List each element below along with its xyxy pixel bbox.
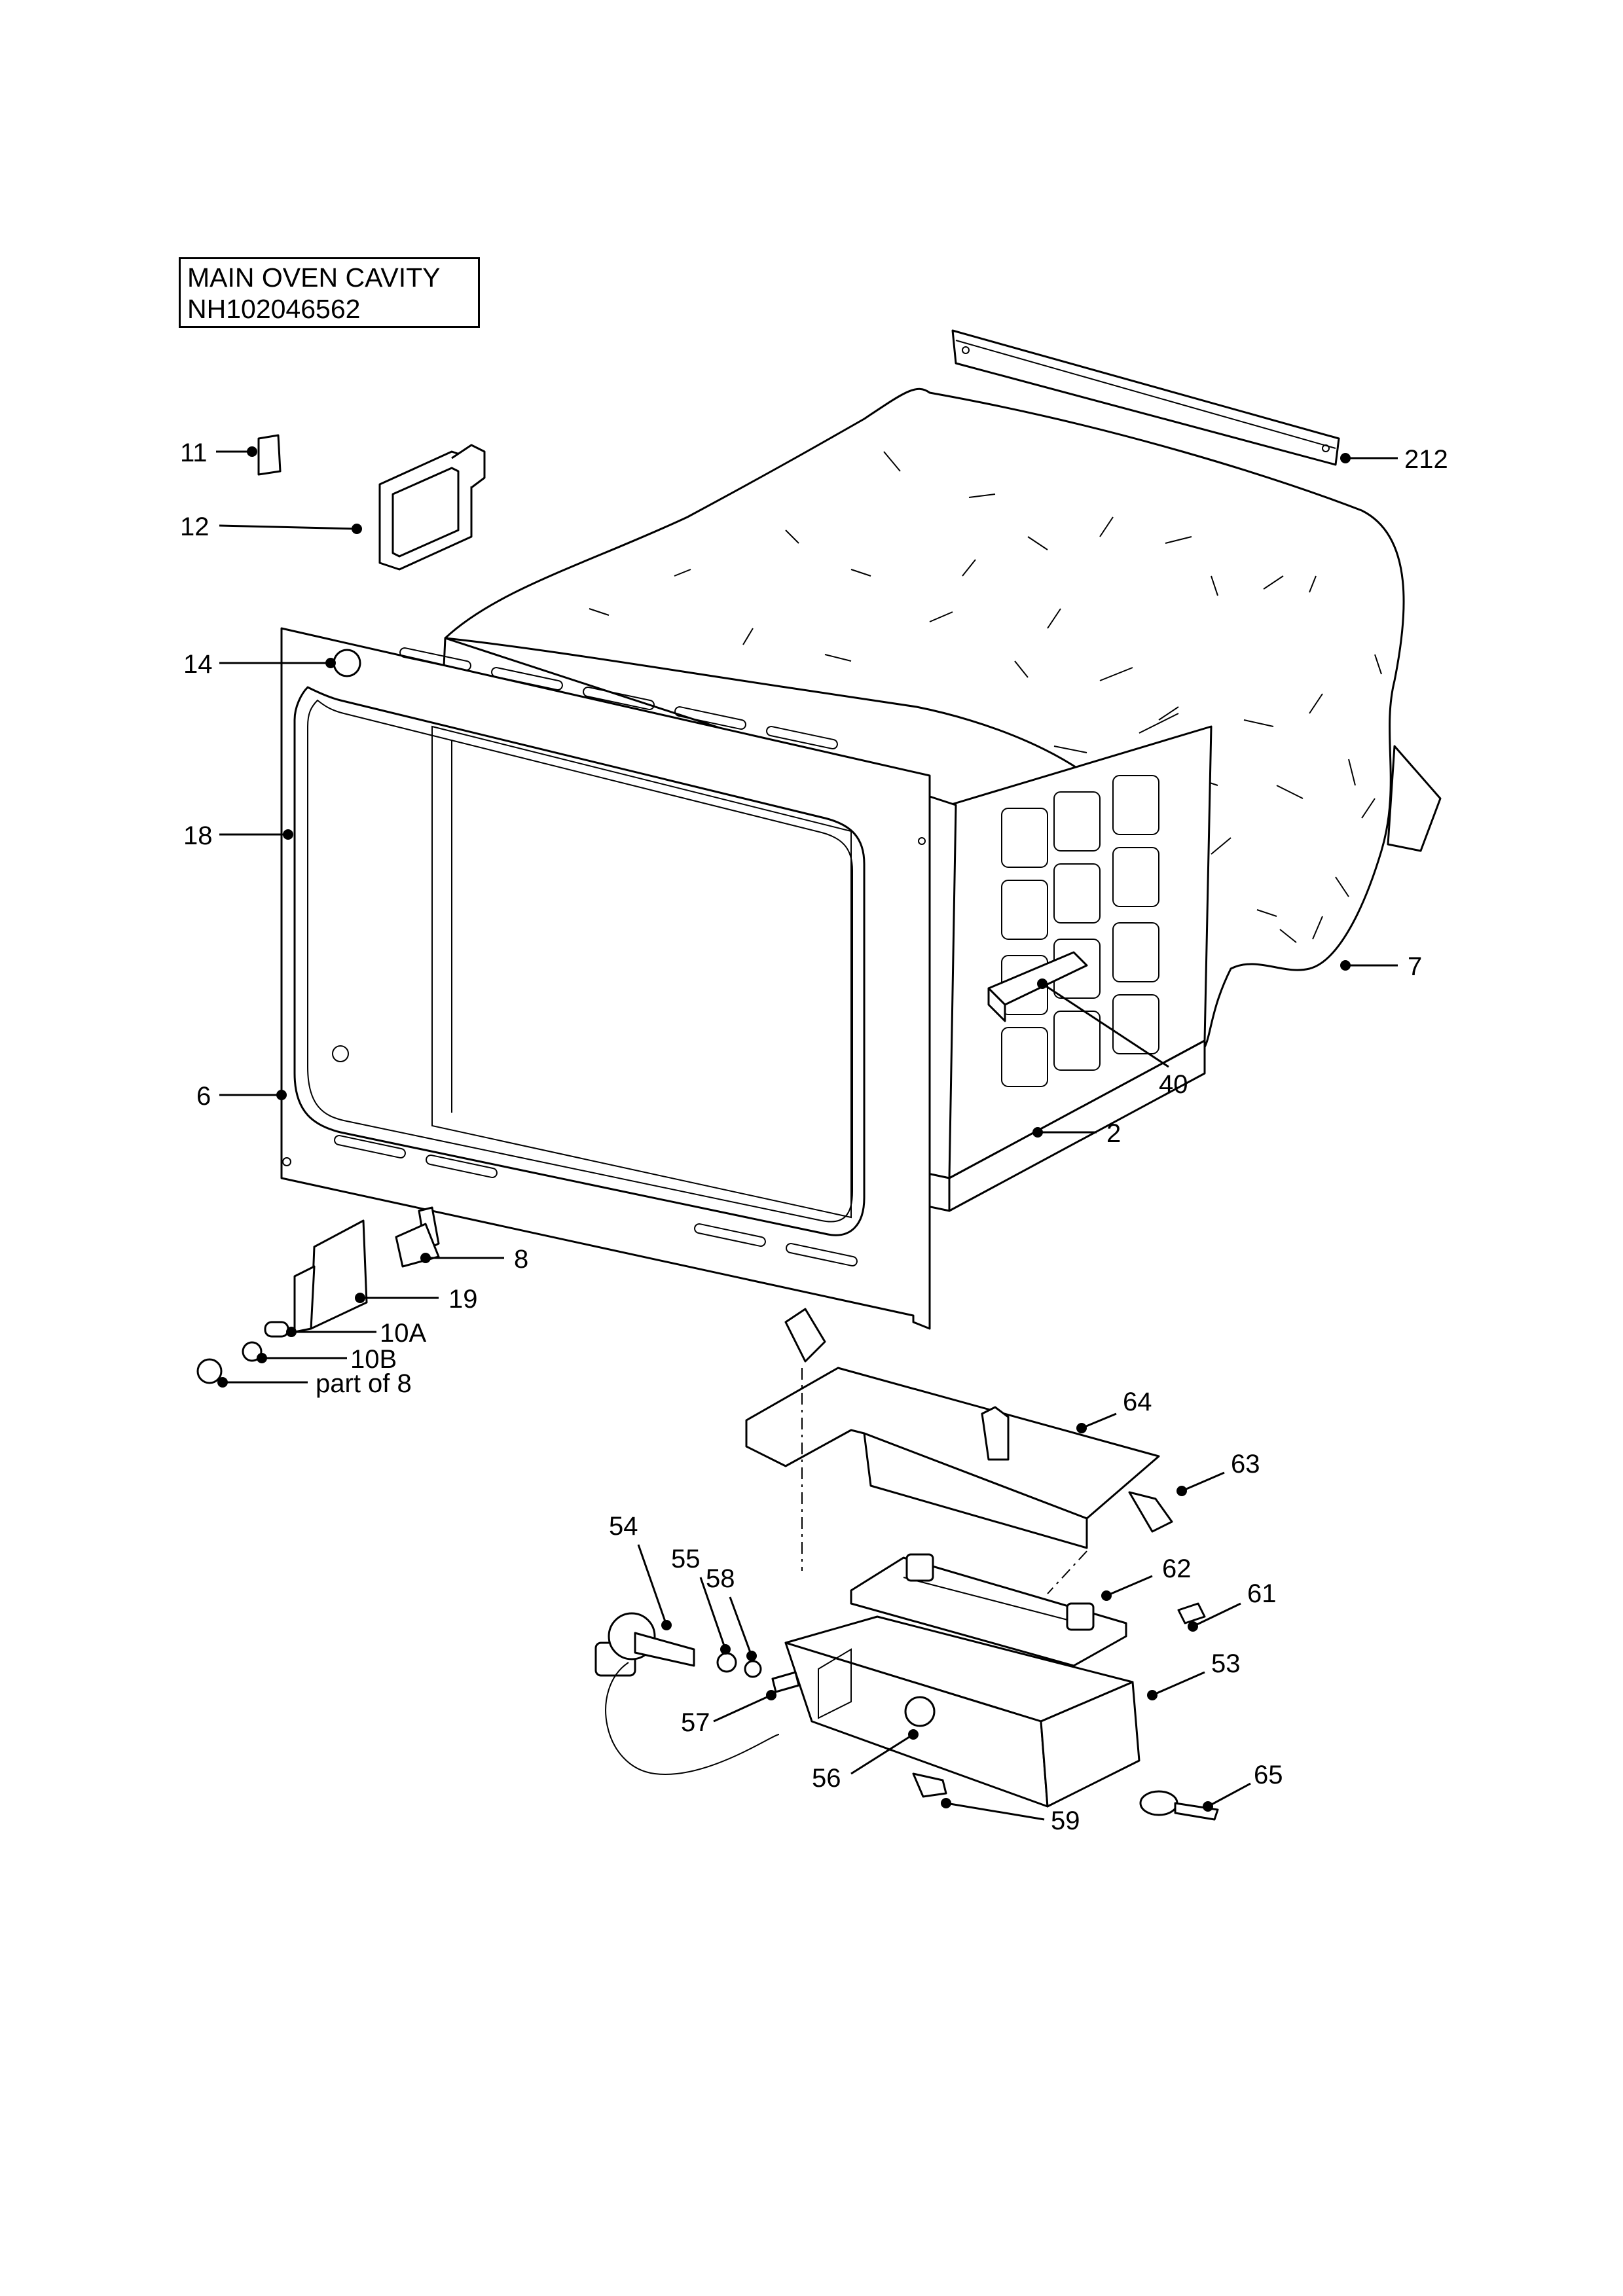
oven-light [333,649,361,677]
front-frame [280,627,931,1330]
callout-55: 55 [671,1545,701,1573]
lamp-assembly [378,444,486,571]
callout-10a: 10A [380,1319,426,1348]
clip-63 [1128,1491,1173,1533]
ring-55 [716,1652,737,1673]
lamp-clip [257,434,282,476]
shelf-support-edge [987,987,1006,1022]
callout-8: 8 [514,1245,528,1274]
callout-53: 53 [1211,1649,1241,1678]
clip-top [784,1308,826,1363]
washer-58 [744,1660,762,1678]
clip-59 [912,1772,947,1798]
callout-14: 14 [183,650,213,679]
callout-11: 11 [180,439,208,467]
callout-40: 40 [1159,1070,1188,1099]
burner [850,1553,1127,1667]
heat-shield [745,1367,1160,1549]
burner-valve [594,1612,780,1775]
part-61 [1177,1602,1206,1624]
callout-labels: 11 12 212 14 18 7 40 6 2 8 19 10A 10B pa… [180,439,1448,1835]
switch-bracket [293,1219,368,1333]
callout-54: 54 [609,1512,638,1541]
alignment-line [1047,1551,1087,1594]
callout-56: 56 [812,1764,841,1793]
callout-61: 61 [1247,1579,1277,1608]
callout-7: 7 [1408,952,1422,981]
callout-212: 212 [1404,445,1448,474]
callout-65: 65 [1254,1761,1283,1789]
nut [196,1358,223,1384]
callout-part-of-8: part of 8 [316,1369,412,1398]
callout-63: 63 [1231,1450,1260,1479]
spacer-10b [242,1341,263,1362]
callout-6: 6 [196,1082,211,1111]
callout-12: 12 [180,512,210,541]
callout-58: 58 [706,1564,735,1593]
burner-nut [904,1696,936,1727]
thermocouple-65 [1139,1790,1219,1821]
callout-2: 2 [1106,1119,1121,1148]
callout-10b: 10B [350,1345,397,1374]
spacer-10a [264,1321,289,1338]
callout-18: 18 [183,821,213,850]
diagram-title-box: MAIN OVEN CAVITY NH102046562 [179,257,480,328]
callout-64: 64 [1123,1388,1152,1416]
diagram-title: MAIN OVEN CAVITY [187,262,441,293]
injector-57 [771,1671,800,1693]
diagram-part-number: NH102046562 [187,294,361,324]
callout-19: 19 [448,1285,478,1314]
rear-bracket [1387,745,1442,852]
callout-59: 59 [1051,1806,1080,1835]
top-strip [951,329,1340,466]
callout-57: 57 [681,1708,710,1737]
callout-62: 62 [1162,1554,1192,1583]
callout-leaders [216,446,1398,1821]
